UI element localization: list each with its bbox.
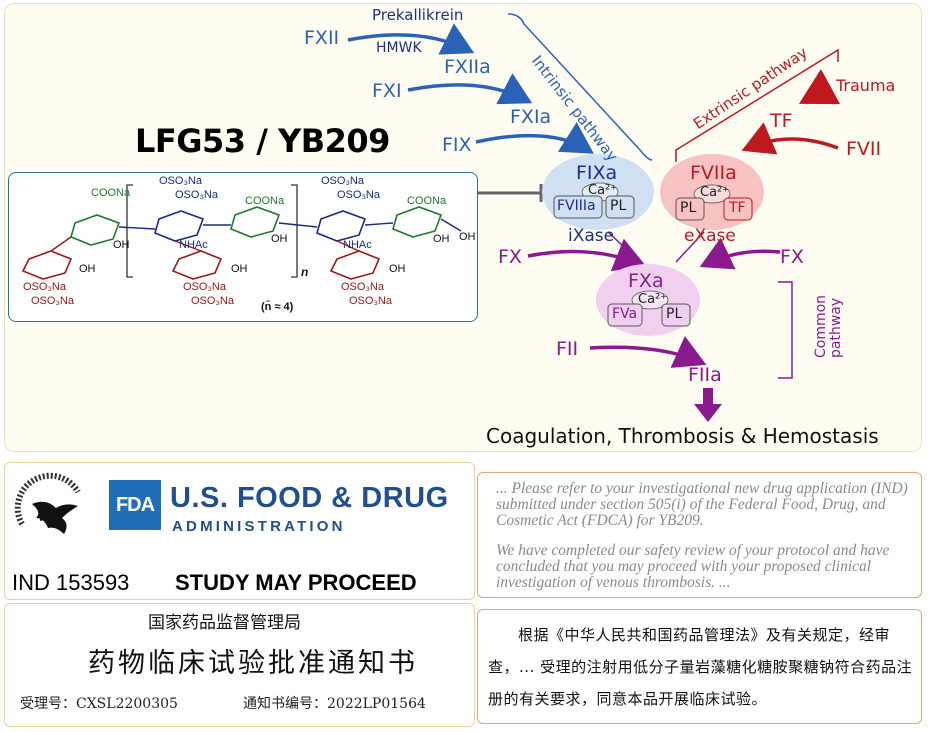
ixase-label: iXase [568, 226, 615, 246]
fda-logo: FDA [109, 480, 161, 530]
pathway-diagram [347, 13, 841, 422]
arrow-exase-fxa [675, 231, 705, 263]
repeat-average-label: (n̄ ≈ 4) [261, 301, 294, 313]
oso3na-label-1: OSO₃Na [159, 175, 202, 187]
fxiia-label: FXIIa [444, 56, 491, 78]
nmpa-quote-box: 根据《中华人民共和国药品管理法》及有关规定，经审查，... 受理的注射用低分子量… [477, 609, 922, 724]
fiia-label: FIIa [688, 364, 722, 386]
oso3na-label-4: OSO₃Na [337, 189, 380, 201]
chemical-structure-drawing [21, 184, 462, 280]
common-pathway-label: Common pathway [813, 294, 844, 358]
fda-quote-1: ... Please refer to your investigational… [496, 480, 908, 529]
fx-left-label: FX [498, 246, 522, 268]
nmpa-agency: 国家药品监督管理局 [148, 613, 301, 633]
acceptance-number: 受理号：CXSL2200305 [20, 696, 178, 712]
repeat-n-label: n [301, 265, 309, 279]
nmpa-notice-title: 药物临床试验批准通知书 [88, 648, 418, 679]
oso3na-label-10: OSO₃Na [349, 295, 392, 307]
arrow-ixase-fxa [607, 231, 641, 263]
common-bracket [778, 281, 793, 379]
oso3na-label-3: OSO₃Na [321, 175, 364, 187]
oso3na-label-6: OSO₃Na [31, 295, 74, 307]
nmpa-quote: 根据《中华人民共和国药品管理法》及有关规定，经审查，... 受理的注射用低分子量… [488, 626, 913, 708]
fviiia-box [553, 195, 603, 219]
oso3na-label-7: OSO₃Na [183, 281, 226, 293]
fix-label: FIX [442, 134, 472, 156]
nhac-label-1: NHAc [179, 239, 208, 251]
extrinsic-bracket [675, 48, 839, 162]
cooh-label-3: COONa [407, 195, 447, 207]
fda-administration: ADMINISTRATION [172, 518, 346, 535]
arrow-trauma-tf [798, 69, 841, 105]
fva-box [607, 303, 643, 327]
fxa-ca-label: Ca²⁺ [638, 292, 668, 307]
hmwk-label: HMWK [376, 40, 422, 56]
fx-right-label: FX [780, 246, 804, 268]
nmpa-panel [4, 603, 475, 727]
oso3na-label-8: OSO₃Na [191, 295, 234, 307]
tf-complex-label: TF [729, 200, 746, 216]
nhac-label-2: NHAc [343, 239, 372, 251]
exase-pl-box [675, 197, 705, 221]
oso3na-label-9: OSO₃Na [341, 281, 384, 293]
arrow-fiia-outcome [694, 388, 722, 422]
arrow-fxi-fxia [407, 73, 533, 105]
arrow-fix-fixa [475, 122, 594, 154]
outcome-label: Coagulation, Thrombosis & Hemostasis [486, 424, 879, 448]
oh-label-5: OH [79, 263, 96, 275]
oh-label-2: OH [271, 233, 288, 245]
cooh-label-1: COONa [91, 187, 131, 199]
hhs-eagle-seal [14, 472, 81, 534]
oh-label-7: OH [389, 263, 406, 275]
exase-label: eXase [684, 226, 736, 246]
oh-label-4: OH [459, 231, 476, 243]
oso3na-label-2: OSO₃Na [175, 189, 218, 201]
fxi-label: FXI [372, 80, 402, 102]
notice-number: 通知书编号：2022LP01564 [243, 696, 426, 712]
fva-label: FVa [612, 306, 638, 322]
oh-label-1: OH [113, 239, 130, 251]
intrinsic-bracket [507, 13, 653, 161]
fviiia-label: FVIIIa [557, 198, 596, 214]
fda-quote-box: ... Please refer to your investigational… [477, 472, 922, 598]
fxia-label: FXIa [510, 106, 552, 128]
study-may-proceed: STUDY MAY PROCEED [175, 570, 417, 595]
fviia-label: FVIIa [690, 162, 737, 184]
fii-label: FII [556, 338, 579, 360]
ixase-ca-label: Ca²⁺ [588, 183, 618, 198]
tf-label: TF [770, 110, 793, 132]
fxa-pl-label: PL [666, 306, 683, 322]
tf-box [723, 197, 753, 221]
fvii-label: FVII [846, 138, 882, 160]
prekallikrein-label: Prekallikrein [372, 6, 464, 24]
fixa-label: FIXa [576, 162, 618, 184]
compound-title: LFG53 / YB209 [135, 122, 390, 160]
oh-label-3: OH [433, 233, 450, 245]
exase-ca-label: Ca²⁺ [700, 185, 730, 200]
ind-number: IND 153593 [12, 570, 130, 595]
oh-label-6: OH [231, 263, 248, 275]
fxa-pl-box [661, 303, 691, 327]
fxii-label: FXII [304, 27, 340, 49]
exase-pl-label: PL [680, 200, 697, 216]
ixase-pl-label: PL [610, 198, 627, 214]
fda-quote-2: We have completed our safety review of y… [496, 542, 890, 591]
trauma-label: Trauma [836, 76, 896, 95]
arrow-fx-left [527, 238, 647, 272]
fda-name: U.S. FOOD & DRUG [170, 482, 449, 514]
arrow-fvii-fviia [741, 122, 839, 155]
arrow-fx-right [699, 237, 781, 270]
ixase-pl-box [605, 195, 635, 219]
cooh-label-2: COONa [245, 195, 285, 207]
chemical-structure-box: COONa COONa COONa OSO₃Na OSO₃Na OSO₃Na O… [8, 172, 478, 322]
arrow-fxii-fxiia [347, 23, 475, 55]
oso3na-label-5: OSO₃Na [23, 281, 66, 293]
arrow-fii-fiia [589, 335, 707, 368]
fda-panel [4, 462, 475, 600]
fxa-label: FXa [628, 270, 664, 292]
